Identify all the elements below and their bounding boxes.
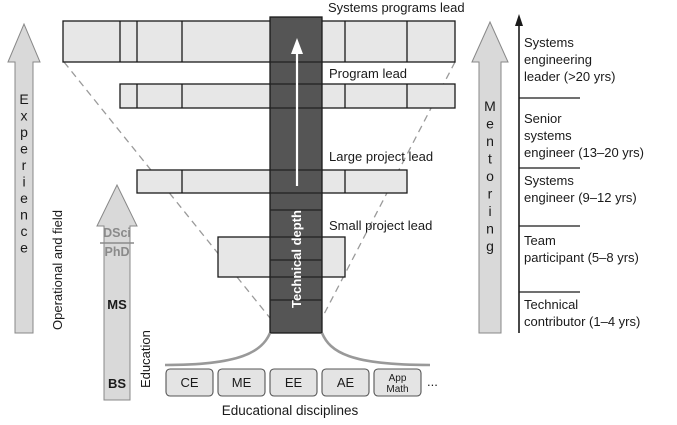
experience-letter: i bbox=[22, 174, 25, 190]
discipline-box-ce: CE bbox=[165, 368, 214, 397]
mentoring-letter: n bbox=[486, 221, 494, 237]
experience-letter: E bbox=[19, 91, 28, 107]
role-label-systems-programs-lead: Systems programs lead bbox=[328, 0, 465, 15]
career-stage-axis bbox=[515, 14, 523, 333]
education-level-phd: PhD bbox=[105, 245, 130, 259]
mentoring-letter: i bbox=[488, 203, 491, 219]
experience-letter: n bbox=[20, 207, 28, 223]
education-arrow: DSci PhD MS BS bbox=[96, 183, 138, 401]
education-label: Education bbox=[138, 330, 153, 388]
education-level-dsci: DSci bbox=[103, 226, 131, 240]
depth-up-arrowhead bbox=[291, 38, 303, 54]
role-label-small-project-lead: Small project lead bbox=[329, 218, 432, 233]
technical-depth-label: Technical depth bbox=[289, 210, 304, 308]
experience-letter: e bbox=[20, 240, 28, 256]
operational-field-label: Operational and field bbox=[50, 210, 65, 330]
experience-letter: x bbox=[21, 108, 28, 124]
mentoring-letter: n bbox=[486, 133, 494, 149]
mentoring-letter: g bbox=[486, 238, 494, 254]
experience-letter: r bbox=[22, 157, 27, 173]
discipline-label-ee: EE bbox=[285, 375, 303, 390]
disciplines-ellipsis: ... bbox=[427, 374, 438, 389]
discipline-label-ae: AE bbox=[337, 375, 355, 390]
mentoring-letter: r bbox=[488, 186, 493, 202]
education-level-ms: MS bbox=[107, 297, 127, 312]
discipline-box-ae: AE bbox=[321, 368, 370, 397]
discipline-label-ce: CE bbox=[180, 375, 198, 390]
bar-systems-programs-lead bbox=[62, 20, 456, 63]
discipline-label-me: ME bbox=[232, 375, 252, 390]
mentoring-letter: t bbox=[488, 151, 492, 167]
base-curve bbox=[164, 332, 431, 367]
role-label-program-lead: Program lead bbox=[329, 66, 407, 81]
role-label-large-project-lead: Large project lead bbox=[329, 149, 433, 164]
experience-letter: e bbox=[20, 141, 28, 157]
experience-letter: c bbox=[21, 223, 28, 239]
left-funnel-guide bbox=[63, 61, 271, 319]
experience-letter: e bbox=[20, 190, 28, 206]
mentoring-letter: o bbox=[486, 168, 494, 184]
mentoring-letter: M bbox=[484, 98, 496, 114]
discipline-box-me: ME bbox=[217, 368, 266, 397]
education-level-bs: BS bbox=[108, 376, 126, 391]
technical-depth-column: Technical depth bbox=[269, 16, 323, 334]
disciplines-caption: Educational disciplines bbox=[222, 403, 359, 418]
discipline-box-ee: EE bbox=[269, 368, 318, 397]
mentoring-letter: e bbox=[486, 116, 494, 132]
experience-letter: p bbox=[20, 124, 28, 140]
